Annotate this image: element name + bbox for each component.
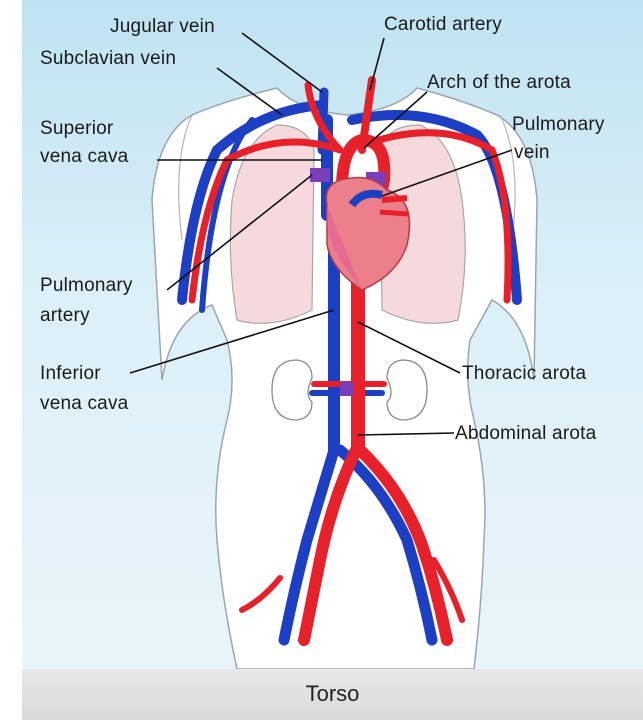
pulmonary-vein-stub-2 (380, 212, 408, 214)
leader-carotid-artery (370, 38, 384, 90)
right-kidney (387, 360, 427, 420)
label-carotid-artery: Carotid artery (384, 14, 502, 36)
label-inferior-vena-cava-1: Inferior (40, 363, 101, 385)
renal-junction (340, 382, 354, 396)
label-pulmonary-vein-2: vein (514, 142, 550, 164)
label-abdominal-aorta: Abdominal arota (455, 423, 596, 445)
pulmonary-vein-stub (382, 198, 407, 200)
label-thoracic-aorta: Thoracic arota (462, 363, 586, 385)
label-superior-vena-cava-1: Superior (40, 118, 113, 140)
label-pulmonary-vein-1: Pulmonary (512, 114, 605, 136)
label-superior-vena-cava-2: vena cava (40, 146, 128, 168)
label-inferior-vena-cava-2: vena cava (40, 393, 128, 415)
leader-jugular-vein (242, 33, 322, 92)
label-subclavian-vein: Subclavian vein (40, 48, 176, 70)
diagram-panel: Jugular vein Subclavian vein Superior ve… (22, 0, 643, 669)
caption-torso: Torso (22, 681, 643, 707)
left-kidney (272, 360, 312, 420)
label-arch-of-aorta: Arch of the arota (427, 72, 571, 94)
pulmonary-vessel-junction-left (310, 168, 330, 182)
caption-bar: Torso (22, 669, 643, 720)
label-jugular-vein: Jugular vein (110, 16, 215, 38)
label-pulmonary-artery-2: artery (40, 305, 90, 327)
label-pulmonary-artery-1: Pulmonary (40, 275, 133, 297)
circulatory-system-diagram (22, 0, 643, 669)
